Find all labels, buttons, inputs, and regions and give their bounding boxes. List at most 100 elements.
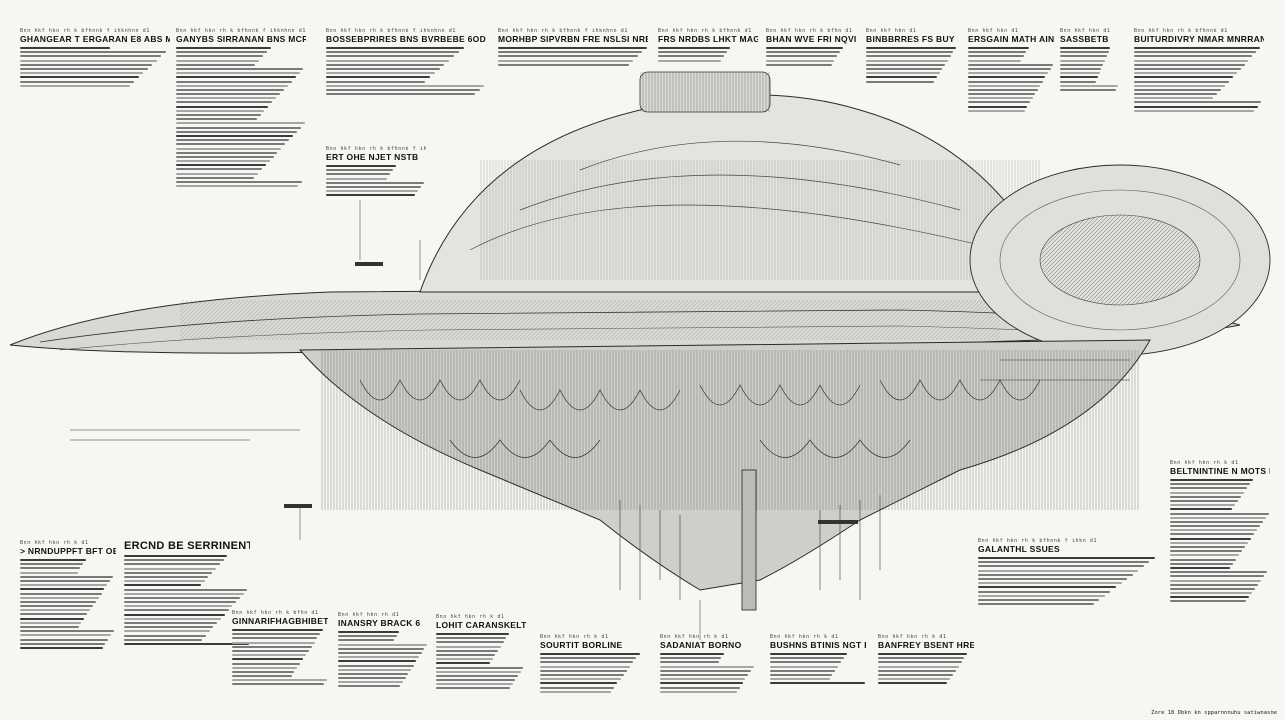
text-block: Bnn hkf hkn rh k bfhnnk f ihknhnn d1 BOS… xyxy=(326,28,486,97)
text-line xyxy=(660,673,749,676)
text-line xyxy=(1170,491,1244,494)
text-line xyxy=(658,51,727,54)
text-line xyxy=(176,126,301,129)
text-line xyxy=(978,582,1122,585)
text-line xyxy=(540,665,631,668)
text-line xyxy=(1060,51,1109,54)
text-line xyxy=(20,584,108,587)
text-line xyxy=(176,181,303,183)
block-kicker: Bnn hkf hkn d1 xyxy=(968,28,1019,34)
text-line xyxy=(978,590,1111,593)
text-line xyxy=(176,147,282,150)
text-line xyxy=(978,565,1144,568)
text-line xyxy=(766,59,835,62)
text-line xyxy=(20,55,161,58)
text-line xyxy=(436,637,507,640)
text-line xyxy=(1170,558,1236,561)
text-line xyxy=(20,579,111,582)
text-line xyxy=(338,643,428,646)
text-line xyxy=(124,613,225,616)
text-line xyxy=(176,97,277,100)
text-line xyxy=(1060,67,1102,70)
text-lines xyxy=(866,47,958,83)
text-line xyxy=(176,55,264,58)
text-block: Bnn hkf hkn rh k bfhnnk d1 BUITURDIVRY N… xyxy=(1134,28,1264,114)
block-title: INANSRY BRACK 6 xyxy=(338,618,421,628)
text-line xyxy=(326,93,475,96)
text-line xyxy=(20,609,91,612)
text-line xyxy=(124,601,237,604)
text-line xyxy=(20,605,93,608)
dome-cap-hatch xyxy=(640,72,770,112)
text-line xyxy=(326,67,440,70)
text-line xyxy=(866,51,954,54)
text-block: Bnn hkf hkn rh k bfhnnk d1 FRS NRDBS LHK… xyxy=(658,28,758,64)
text-line xyxy=(20,63,152,66)
text-line xyxy=(770,678,830,681)
text-line xyxy=(338,631,400,633)
block-kicker: Bnn hkf hkn rh k bfhnnk f ihknhnn d1 xyxy=(176,28,306,34)
text-line xyxy=(20,559,87,561)
text-line xyxy=(232,662,301,665)
text-line xyxy=(436,662,490,665)
block-title: BELTNINTINE N MOTS NASHS xyxy=(1170,466,1270,476)
text-line xyxy=(338,672,409,675)
text-line xyxy=(660,665,755,668)
block-kicker: Bnn hkf hkn rh k bfhnnk f ihknhnn d1 xyxy=(498,28,628,34)
text-line xyxy=(660,669,752,672)
text-line xyxy=(176,63,256,66)
text-line xyxy=(978,598,1100,601)
text-line xyxy=(20,563,84,566)
text-line xyxy=(968,109,1025,112)
text-line xyxy=(658,47,730,49)
block-kicker: Bnn hkf hkn rh k d1 xyxy=(1170,460,1239,466)
text-line xyxy=(978,569,1139,572)
text-line xyxy=(978,586,1116,589)
block-title: BINBBRRES FS BUY BHIR Y xyxy=(866,34,958,44)
text-line xyxy=(326,88,480,91)
text-line xyxy=(978,594,1105,597)
text-line xyxy=(176,151,278,154)
text-line xyxy=(540,673,624,676)
block-kicker: Bnn hkf hkn d1 xyxy=(1060,28,1111,34)
text-lines xyxy=(1134,47,1264,112)
text-line xyxy=(20,67,148,70)
text-line xyxy=(20,567,81,570)
text-line xyxy=(978,557,1155,559)
text-line xyxy=(968,47,1030,49)
text-line xyxy=(124,580,205,583)
text-line xyxy=(1134,101,1262,104)
text-line xyxy=(176,72,300,75)
text-line xyxy=(770,682,866,685)
text-line xyxy=(326,47,464,49)
text-line xyxy=(968,67,1051,70)
block-title: GALANTHL SSUES xyxy=(978,544,1060,554)
text-line xyxy=(436,653,496,656)
text-line xyxy=(1060,80,1096,83)
text-line xyxy=(660,653,725,655)
text-line xyxy=(1170,579,1261,582)
text-line xyxy=(124,596,240,599)
text-line xyxy=(1170,529,1257,532)
text-line xyxy=(436,670,521,673)
text-lines xyxy=(232,629,328,686)
text-line xyxy=(1060,63,1104,66)
block-kicker: Bnn hkf hkn rh k bfhnnk d1 xyxy=(658,28,752,34)
sheet-footer-note: Zore 18 Dbkn kn spparnnnuhu satiwnasne xyxy=(1151,710,1277,716)
text-line xyxy=(866,80,935,83)
text-line xyxy=(20,638,109,641)
text-line xyxy=(436,683,513,686)
text-line xyxy=(176,168,262,171)
text-line xyxy=(1170,495,1241,498)
text-lines xyxy=(20,559,116,649)
text-line xyxy=(124,575,209,578)
block-kicker: Bnn hkf hkn d1 xyxy=(866,28,917,34)
text-line xyxy=(20,72,143,75)
block-kicker: Bnn hkf hkn rh k bfhn d1 xyxy=(232,610,319,616)
text-line xyxy=(1134,51,1257,54)
text-line xyxy=(326,165,396,167)
block-kicker: Bnn hkf hkn rh k bfhnnk f ihknhnn d1 xyxy=(326,146,426,152)
text-line xyxy=(176,176,254,179)
text-line xyxy=(498,63,629,66)
